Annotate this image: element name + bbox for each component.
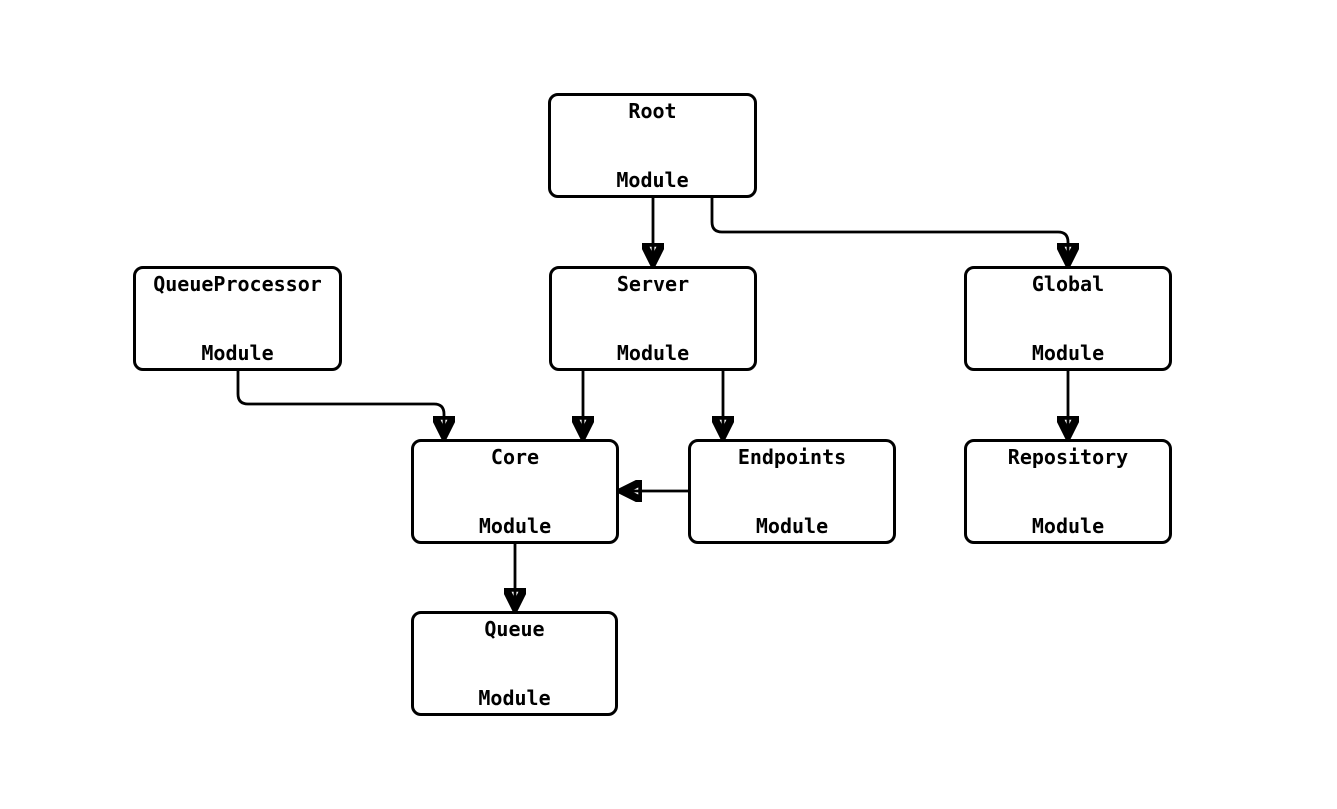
node-global-module: Global Module [964, 266, 1172, 371]
node-core-module: Core Module [411, 439, 619, 544]
node-title: Endpoints [737, 444, 847, 469]
node-root-module: Root Module [548, 93, 757, 198]
node-subtitle: Module [1031, 340, 1105, 365]
node-title: Repository [1007, 444, 1129, 469]
node-endpoints-module: Endpoints Module [688, 439, 896, 544]
node-title: Queue [484, 616, 545, 641]
node-label: Core Module [479, 400, 551, 584]
node-subtitle: Module [616, 340, 690, 365]
node-queue-module: Queue Module [411, 611, 618, 716]
node-subtitle: Module [755, 513, 829, 538]
node-queueprocessor-module: QueueProcessor Module [133, 266, 342, 371]
node-subtitle: Module [201, 340, 274, 365]
node-title: Root [628, 98, 677, 123]
node-label: Server Module [617, 227, 689, 411]
node-label: Queue Module [478, 572, 550, 756]
edge-queueprocessor-to-core [236, 371, 444, 434]
node-title: Global [1031, 271, 1105, 296]
node-title: Core [490, 444, 540, 469]
edge-root-to-global [710, 198, 1068, 261]
node-repository-module: Repository Module [964, 439, 1172, 544]
node-label: QueueProcessor Module [153, 227, 322, 411]
node-server-module: Server Module [549, 266, 757, 371]
node-label: Global Module [1032, 227, 1104, 411]
node-subtitle: Module [478, 513, 552, 538]
node-title: QueueProcessor [153, 271, 322, 296]
node-label: Endpoints Module [738, 400, 846, 584]
node-label: Root Module [616, 54, 688, 238]
node-subtitle: Module [616, 167, 689, 192]
node-subtitle: Module [478, 685, 551, 710]
node-title: Server [616, 271, 690, 296]
node-subtitle: Module [1031, 513, 1105, 538]
node-label: Repository Module [1008, 400, 1128, 584]
